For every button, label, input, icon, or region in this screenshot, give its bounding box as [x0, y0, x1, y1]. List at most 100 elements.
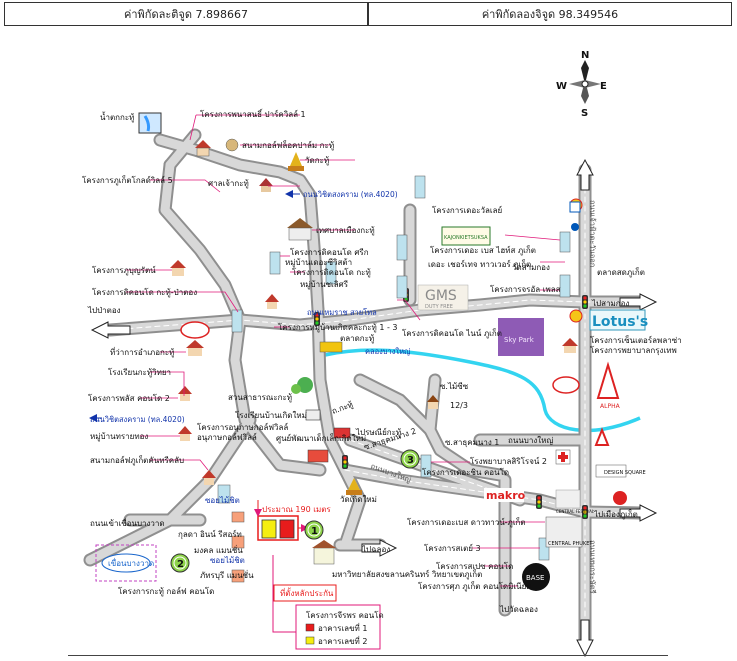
road-label-wichit-lower: ถนนวิชิตสงคราม (ทล.4020) — [90, 415, 185, 424]
label-village-sai-thong: หมู่บ้านทรายทอง — [90, 432, 148, 442]
alpha-icon — [596, 361, 620, 399]
label-base-logo: BASE — [526, 574, 544, 582]
waterfall-icon — [138, 112, 162, 134]
big-c-icon — [613, 491, 627, 505]
house-icon-4 — [178, 386, 192, 401]
lotus-logo-icon — [589, 309, 646, 331]
label-post-office: ไปรษณีย์กะทู้ — [355, 427, 401, 438]
label-alpha: ALPHA — [600, 403, 621, 410]
label-kajonkiet-school: KAJONKIETSUKSA — [444, 235, 488, 241]
label-boonyarat: โครงการภูบุญรัตน์ — [92, 265, 156, 276]
tower-icon-4 — [396, 234, 408, 261]
makro-icon — [484, 488, 524, 502]
park-icon — [291, 377, 313, 394]
label-district-office: ที่ว่าการอำเภอกะทู้ — [110, 346, 174, 358]
post-icon — [333, 427, 351, 439]
house-icon-6 — [427, 395, 439, 409]
label-to-patong: ไปป่าตอง — [87, 306, 121, 315]
mansion-icon-1 — [231, 535, 245, 549]
label-park-hotel: โรงพยาบาลสิริโรจน์ 2 — [470, 456, 547, 466]
label-kasorn: ภัทรบุรี แมนชั่น — [200, 569, 254, 580]
temple-icon-2 — [346, 478, 362, 495]
arrow-to-khlong — [361, 539, 398, 557]
label-central-phuket: CENTRAL PHUKET — [548, 541, 593, 547]
label-spa-condo: โครงการสเปซ คอนโด — [436, 561, 513, 571]
label-child-center: ศูนย์พัฒนาเด็กเล็กเกิดใหม่ — [276, 433, 366, 444]
project-site — [254, 500, 309, 541]
house-icon-7 — [178, 426, 192, 441]
label-lotus: Lotus's — [592, 314, 648, 330]
building-2-marker — [261, 519, 277, 539]
legend: โครงการจีรพร คอนโด อาคารเลขที่ 1 อาคารเล… — [272, 555, 384, 650]
label-plus-condo: โครงการพลัส คอนโด 2 — [88, 393, 170, 403]
label-condo-kathu-sri: โครงการดิคอนโด ศรีก — [290, 247, 369, 257]
shrine-icon — [259, 178, 273, 192]
house-icon-5 — [562, 338, 578, 353]
label-golf-course: สนามกอล์ฟภูเก็ตคันทรีคลับ — [90, 455, 184, 466]
landmark-icons — [138, 112, 646, 591]
shell-icon-2 — [569, 309, 583, 323]
label-park-villa-a: โครงการอนุภาษกอล์ฟวิลล์ — [197, 422, 288, 432]
place-labels: น้ำตกกะทู้ โครงการพนาสนธิ์ ปาร์ควิลล์ 1 … — [82, 108, 682, 614]
label-phuket-golf-villa: โครงการภูเก็ตโกลด์วิลล์ 5 — [82, 175, 173, 186]
label-shrine-tower: เดอะ เชอร์เทจ ทาวเวอร์ ภูเก็ต — [428, 259, 531, 270]
label-soi-maisit-2: ซอยไม้ชิต — [210, 556, 245, 565]
legend-building2: อาคารเลขที่ 2 — [318, 635, 367, 646]
label-sai-mai: ซ.ไม้ซีซ — [440, 382, 469, 391]
label-to-bangwad: ถนนเข้าเขื่อนบางวาด — [90, 517, 165, 528]
arrow-to-chalong — [576, 619, 594, 658]
compass-n: N — [581, 50, 589, 61]
school-icon — [305, 409, 321, 421]
label-kathu-school-near: โรงเรียนบ้านเกิดใหม่ — [235, 410, 307, 420]
latitude-cell: ค่าพิกัดละติจูด 7.898667 — [4, 2, 368, 26]
central-festival-icon — [555, 489, 581, 509]
label-design-square: DESIGN SQUARE — [604, 470, 646, 476]
label-chao-shrine: ศาลเจ้ากะทู้ — [208, 179, 249, 189]
compass-s: S — [581, 108, 588, 119]
house-icon-2 — [265, 294, 279, 309]
label-bangkok-hospital: โครงการพยาบาลกรุงเทพ — [590, 345, 677, 355]
label-kathu-village: โครงการหมู่บ้านเกิดคละกะทู้ 1 - 3 — [278, 322, 398, 333]
label-supalai: โครงการศุภ ภูเก็ต คอนโดมิเนียม — [418, 581, 532, 592]
highway-label-vertical-2: ถนนเทพกระษัตรี — [588, 540, 597, 594]
design-square-icon — [595, 464, 627, 478]
tower-icon-5 — [396, 275, 408, 299]
legend-swatch-building1 — [305, 623, 315, 632]
label-base-heights: โครงการเดอะ เบส ไฮท์ส ภูเก็ต — [430, 245, 536, 256]
label-gms: GMS — [425, 288, 457, 304]
tower-icon-8 — [559, 274, 571, 298]
building-1-marker — [279, 519, 295, 539]
label-project-site: ที่ตั้งหลักประกัน — [280, 587, 334, 598]
tower-icon-11 — [217, 484, 231, 504]
leader-lines — [126, 114, 565, 587]
childcare-icon — [307, 449, 329, 463]
label-golf-loch-palm: สนามกอล์ฟล็อคปาล์ม กะทู้ — [242, 140, 334, 151]
label-kathu-road: ถ.กะทู้ — [331, 400, 355, 417]
label-soi-twelve: 12/3 — [450, 401, 468, 410]
label-kathu-school: โรงเรียนกะทู้วิทยา — [108, 367, 171, 378]
label-makro: makro — [486, 489, 526, 502]
label-new-bridge: ถนนบางใหญ่ — [508, 436, 553, 445]
label-soi-road-1: ซ.สาธุคมนาง 1 — [445, 438, 499, 447]
label-to-khlong: ไปฉลอง — [361, 545, 390, 554]
label-base-downtown: โครงการเดอะเบส ดาวทาวน์-ภูเก็ต — [407, 517, 526, 528]
esso-icon-2 — [552, 376, 580, 394]
compass-rose: N S E W — [556, 50, 607, 119]
label-kathu-market: ตลาดกะทู้ — [340, 334, 374, 344]
ptt-icon — [569, 201, 581, 213]
label-sea-place: โครงการจรอัล เพลส — [490, 284, 561, 294]
temple-icon — [288, 152, 304, 171]
base-logo-icon — [522, 563, 550, 591]
tower-icon-2 — [269, 251, 281, 275]
tower-icon-9 — [420, 454, 432, 478]
label-skypark: Sky Park — [504, 336, 535, 344]
tower-icon-1 — [231, 309, 243, 333]
mansion-icon-2 — [231, 569, 245, 583]
label-soi-maisit: ซอยไม้ชิต — [205, 496, 240, 505]
a-logo-icon — [594, 427, 610, 446]
compass-e: E — [600, 81, 607, 92]
arrow-to-samkong — [619, 293, 658, 311]
gms-logo-icon — [417, 284, 469, 311]
footer-divider — [68, 655, 668, 656]
